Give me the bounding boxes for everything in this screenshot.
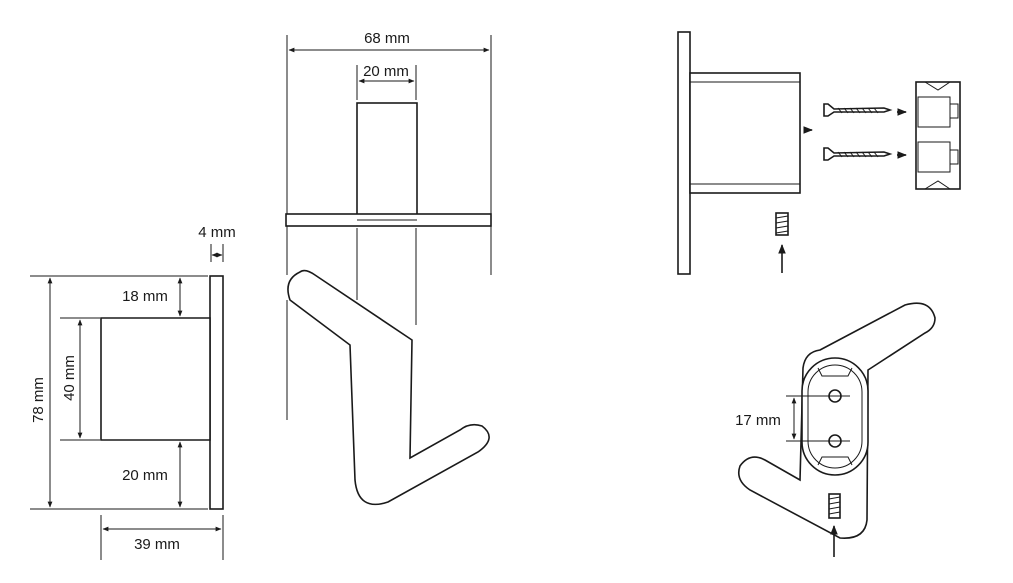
dim-top-stem: 20 mm bbox=[363, 63, 409, 80]
dim-hole-spacing: 17 mm bbox=[735, 412, 781, 429]
bottom-notch bbox=[817, 456, 853, 466]
dim-depth: 39 mm bbox=[134, 536, 180, 553]
grub-screw-icon bbox=[775, 212, 789, 236]
screw-icon bbox=[823, 147, 893, 161]
side-view: 4 mm 78 mm 40 mm 18 mm 20 mm 39 mm bbox=[30, 224, 236, 560]
screw-icon bbox=[823, 103, 893, 117]
wall-plug-icon bbox=[915, 81, 961, 190]
exploded-wall-plate bbox=[677, 31, 691, 275]
exploded-block bbox=[689, 72, 801, 194]
dim-top-gap: 18 mm bbox=[122, 288, 168, 305]
dim-block-height: 40 mm bbox=[61, 355, 78, 401]
back-view: 17 mm bbox=[735, 302, 936, 557]
front-view: 68 mm 20 mm bbox=[285, 30, 492, 506]
top-notch bbox=[817, 367, 853, 377]
grub-screw-icon bbox=[828, 493, 841, 519]
dim-bottom-gap: 20 mm bbox=[122, 467, 168, 484]
side-block bbox=[100, 317, 211, 441]
dim-plate-thickness: 4 mm bbox=[198, 224, 236, 241]
dim-total-height: 78 mm bbox=[30, 377, 47, 423]
hook-profile bbox=[287, 269, 490, 506]
side-wall-plate bbox=[209, 275, 224, 510]
back-plate bbox=[801, 357, 869, 476]
stem-block bbox=[356, 102, 418, 216]
back-plate-inner bbox=[807, 364, 863, 469]
exploded-view bbox=[677, 31, 961, 275]
dim-top-width: 68 mm bbox=[364, 30, 410, 47]
